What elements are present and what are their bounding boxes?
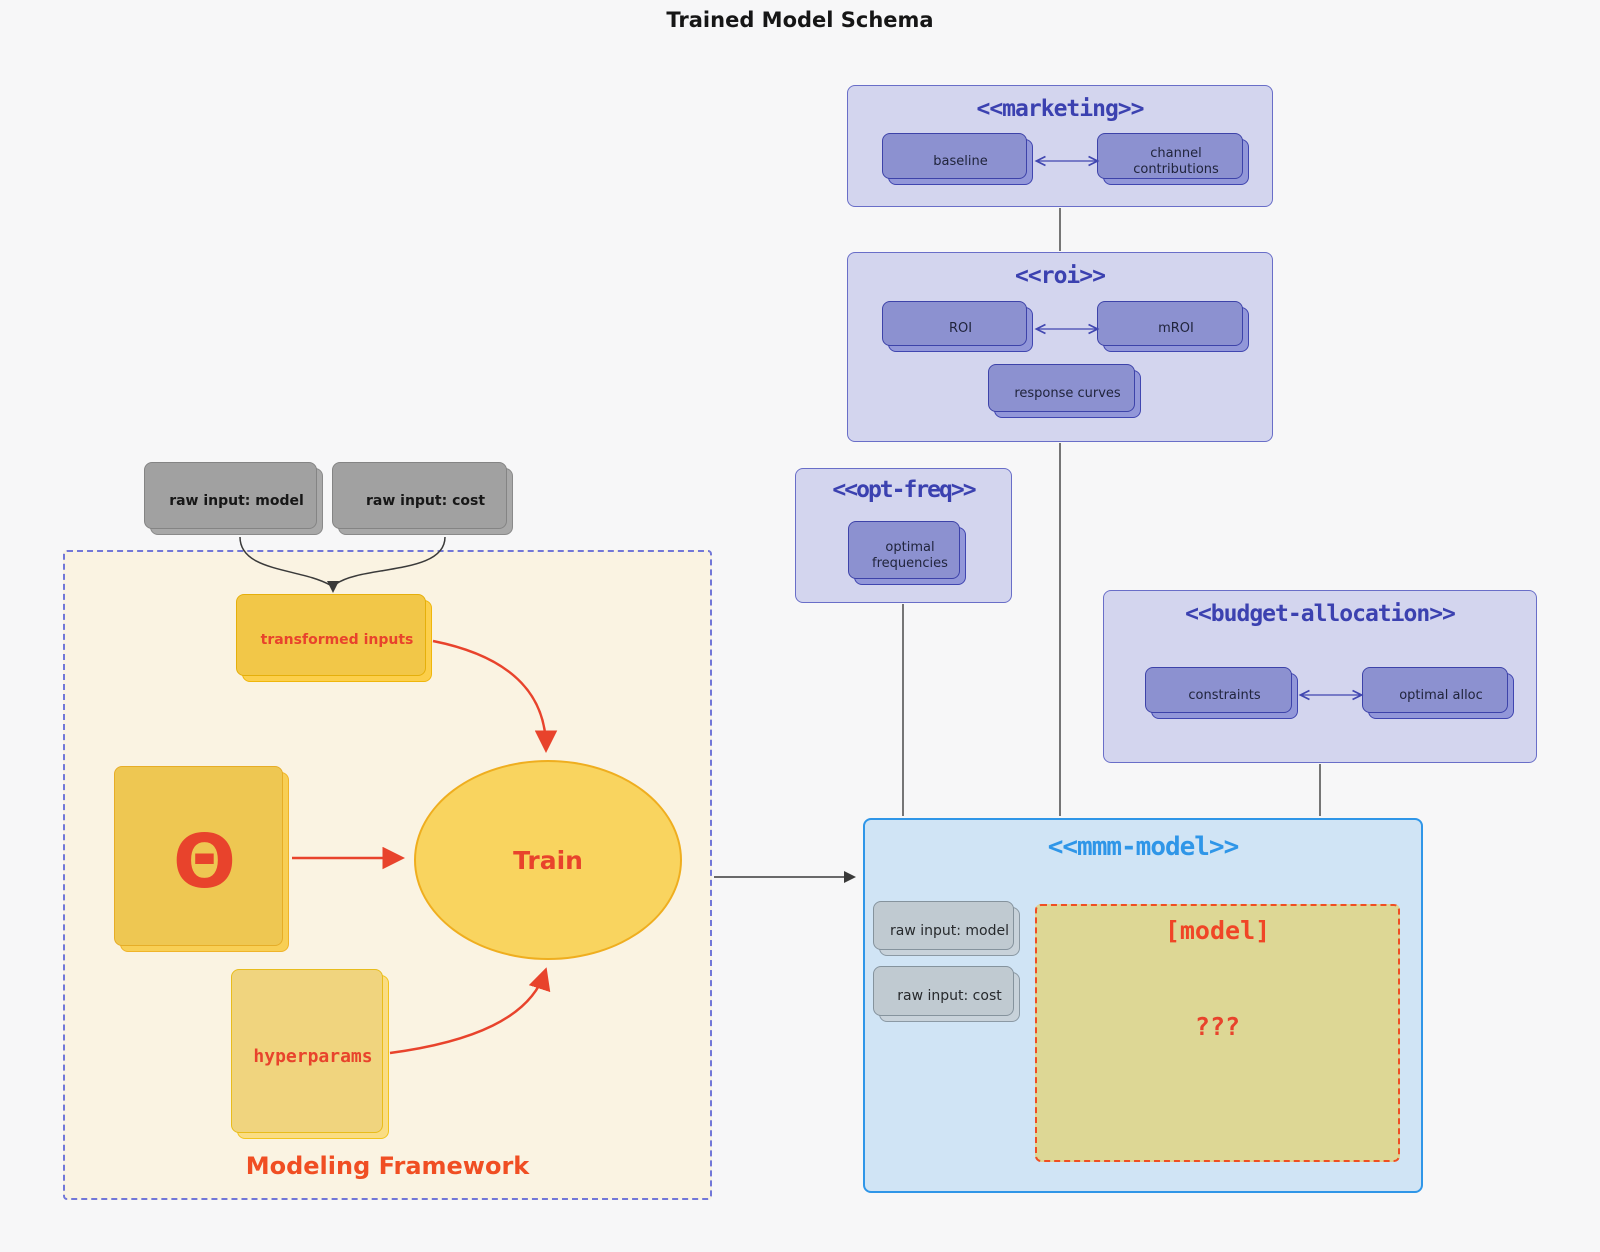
mmm-model-title: <<mmm-model>> [1047, 832, 1240, 862]
mmm-model-container: <<mmm-model>> raw input: model raw input… [863, 818, 1423, 1193]
node-channel-contributions: channel contributions [1103, 139, 1249, 185]
budget-allocation-container: <<budget-allocation>> constraints optima… [1103, 590, 1537, 763]
unknown-label: ??? [1194, 1012, 1241, 1041]
node-constraints: constraints [1151, 673, 1298, 719]
node-raw-input-model-mmm: raw input: model [879, 907, 1020, 956]
node-raw-input-cost: raw input: cost [338, 468, 513, 535]
opt-freq-title: <<opt-freq>> [832, 477, 976, 503]
node-optimal-alloc: optimal alloc [1368, 673, 1514, 719]
train-label: Train [513, 845, 583, 875]
node-baseline: baseline [888, 139, 1033, 185]
diagram-title: Trained Model Schema [666, 8, 934, 32]
opt-freq-container: <<opt-freq>> optimal frequencies [795, 468, 1012, 603]
node-theta: Θ [120, 772, 289, 952]
modeling-framework-container: transformed inputs Θ Train hyperparams M… [63, 550, 712, 1200]
roi-container: <<roi>> ROI mROI response curves [847, 252, 1273, 442]
marketing-title: <<marketing>> [976, 96, 1144, 122]
node-optimal-frequencies: optimal frequencies [854, 527, 966, 585]
node-train: Train [414, 760, 682, 960]
marketing-container: <<marketing>> baseline channel contribut… [847, 85, 1273, 207]
node-response-curves: response curves [994, 370, 1141, 418]
modeling-framework-label: Modeling Framework [245, 1152, 530, 1180]
model-placeholder-box: [model] ??? [1035, 904, 1400, 1162]
node-roi: ROI [888, 307, 1033, 352]
node-mroi: mROI [1103, 307, 1249, 352]
node-hyperparams: hyperparams [237, 975, 389, 1139]
node-raw-input-model: raw input: model [150, 468, 323, 535]
node-transformed-inputs: transformed inputs [242, 600, 432, 682]
node-raw-input-cost-mmm: raw input: cost [879, 972, 1020, 1022]
model-placeholder-label: [model] [1164, 916, 1271, 945]
theta-glyph: Θ [173, 818, 236, 905]
roi-title: <<roi>> [1015, 263, 1106, 289]
budget-allocation-title: <<budget-allocation>> [1185, 601, 1456, 627]
